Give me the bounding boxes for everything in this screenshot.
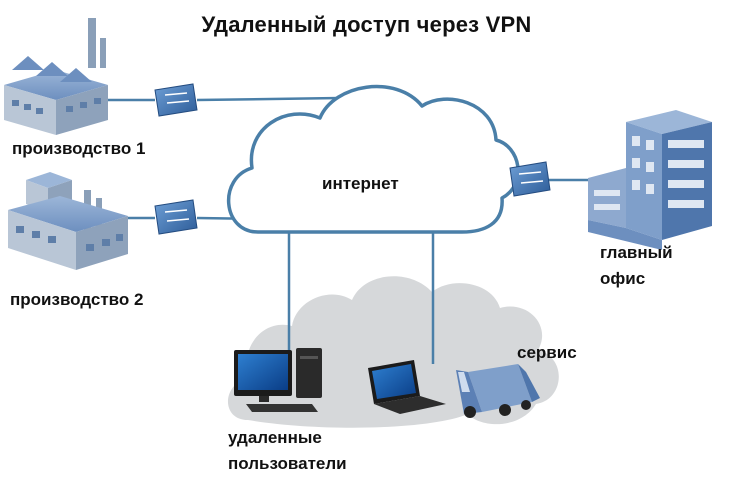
office-building-icon (588, 110, 712, 250)
internet-label: интернет (322, 174, 399, 193)
factory-icon (8, 172, 128, 270)
diagram-title: Удаленный доступ через VPN (201, 12, 532, 37)
remote-users-label-line1: удаленные (228, 428, 322, 447)
vpn-router-icon (509, 161, 551, 197)
vpn-router-icon (154, 83, 198, 117)
production-2-label: производство 2 (10, 290, 144, 309)
remote-users-label-line2: пользователи (228, 454, 347, 473)
main-office-label-line2: офис (600, 269, 646, 288)
vpn-router-icon (154, 199, 198, 235)
factory-icon (4, 18, 108, 135)
desktop-computer-icon (234, 348, 322, 412)
internet-cloud (227, 84, 520, 234)
van-icon (456, 364, 540, 418)
laptop-icon (368, 360, 446, 414)
service-label: сервис (517, 343, 577, 362)
main-office-label-line1: главный (600, 243, 673, 262)
production-1-label: производство 1 (12, 139, 146, 158)
